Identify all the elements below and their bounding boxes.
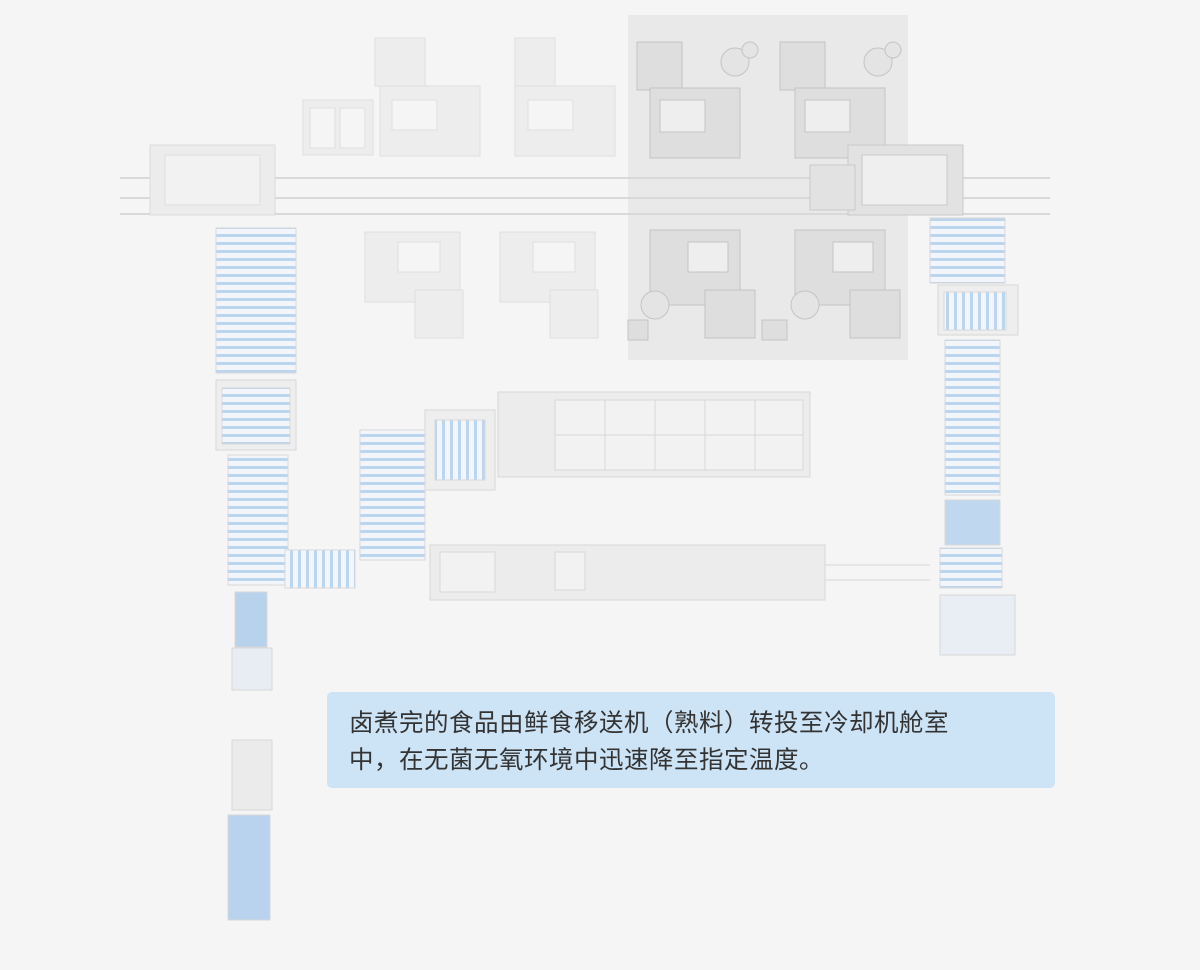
cooker-row-middle-active bbox=[627, 229, 901, 341]
right-conveyor bbox=[929, 217, 1019, 656]
main-rail bbox=[120, 144, 1050, 216]
cooker-row-top-active bbox=[636, 41, 902, 159]
description-caption: 卤煮完的食品由鲜食移送机（熟料）转投至冷却机舱室 中，在无菌无氧环境中迅速降至指… bbox=[327, 692, 1055, 788]
cooker-row-top-faded bbox=[302, 37, 616, 157]
left-conveyor bbox=[215, 227, 356, 921]
caption-line-2: 中，在无菌无氧环境中迅速降至指定温度。 bbox=[349, 745, 824, 774]
central-conveyors bbox=[359, 391, 930, 601]
transfer-shuttle bbox=[809, 144, 964, 216]
caption-line-1: 卤煮完的食品由鲜食移送机（熟料）转投至冷却机舱室 bbox=[349, 708, 949, 737]
cooker-row-middle-faded bbox=[364, 231, 599, 339]
